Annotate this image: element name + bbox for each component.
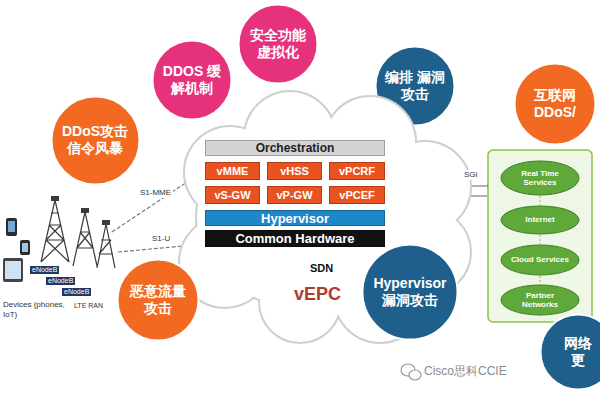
box-text: Common Hardware	[235, 232, 354, 245]
threat-text: DDOS 缓解机制	[161, 63, 223, 98]
orchestration-bar: Orchestration	[205, 140, 385, 156]
box-text: vS-GW	[214, 190, 250, 201]
hypervisor-bar: Hypervisor	[205, 210, 385, 226]
panel-link	[540, 276, 541, 284]
ran-label: LTE RAN	[74, 302, 103, 310]
service-text: Real Time Services	[511, 169, 569, 187]
services-panel	[488, 150, 592, 322]
service-text: Partner Networks	[511, 291, 569, 309]
hardware-bar: Common Hardware	[205, 230, 385, 247]
box-text: vP-GW	[276, 190, 312, 201]
box-text: vMME	[217, 166, 249, 177]
vnf-box: vP-GW	[267, 186, 322, 204]
interface-label: SGi	[462, 170, 479, 180]
enodeb-tag: eNodeB	[46, 277, 75, 285]
box-text: vHSS	[280, 166, 309, 177]
threat-circle: 互联网 DDoS/	[513, 62, 597, 146]
vnf-box: vMME	[205, 162, 260, 180]
vepc-title: vEPC	[294, 284, 341, 305]
threat-text: Hypervisor 漏洞攻击	[370, 275, 450, 310]
threat-circle: 安全功能 虚拟化	[237, 3, 319, 85]
threat-circle: 恶意流量 攻击	[116, 258, 200, 342]
threat-circle: Hypervisor 漏洞攻击	[361, 243, 459, 341]
threat-text: 恶意流量 攻击	[126, 283, 190, 318]
circle-shape	[539, 313, 600, 391]
devices-label: Devices (phones, IoT)	[3, 300, 65, 319]
panel-link	[540, 235, 541, 244]
threat-text: 互联网 DDoS/	[524, 87, 586, 122]
vnf-box: vHSS	[267, 162, 322, 180]
watermark: Cisco思科CCIE	[424, 364, 507, 378]
service-oval: Internet	[500, 205, 580, 235]
enodeb-tag: eNodeB	[62, 288, 91, 296]
box-text: vPCRF	[339, 166, 375, 177]
vnf-box: vPCEF	[329, 186, 385, 204]
vnf-box: vPCRF	[329, 162, 385, 180]
threat-text: DDoS攻击 信令风暴	[59, 123, 131, 158]
device-icon	[3, 218, 30, 282]
threat-circle: DDoS攻击 信令风暴	[50, 95, 141, 186]
threat-text: 编排 漏洞攻击	[384, 69, 446, 104]
threat-circle: 网络 更	[539, 313, 600, 391]
panel-link	[540, 196, 541, 205]
sdn-label: SDN	[310, 262, 333, 274]
box-text: Hypervisor	[261, 212, 329, 225]
cell-tower	[41, 200, 115, 268]
antenna	[51, 196, 110, 225]
service-oval: Cloud Services	[500, 244, 580, 276]
enodeb-tag: eNodeB	[30, 266, 59, 274]
threat-text: 网络 更	[558, 335, 598, 370]
box-text: vPCEF	[339, 190, 374, 201]
service-oval: Partner Networks	[500, 284, 580, 316]
box-text: Orchestration	[256, 142, 335, 154]
service-text: Cloud Services	[511, 255, 569, 264]
service-oval: Real Time Services	[500, 160, 580, 196]
threat-text: 安全功能 虚拟化	[247, 27, 309, 62]
interface-label: S1-U	[150, 234, 172, 244]
threat-circle: DDOS 缓解机制	[151, 39, 233, 121]
interface-label: S1-MME	[138, 188, 173, 198]
watermark-icon	[401, 364, 421, 380]
vnf-box: vS-GW	[205, 186, 260, 204]
service-text: Internet	[511, 215, 569, 224]
